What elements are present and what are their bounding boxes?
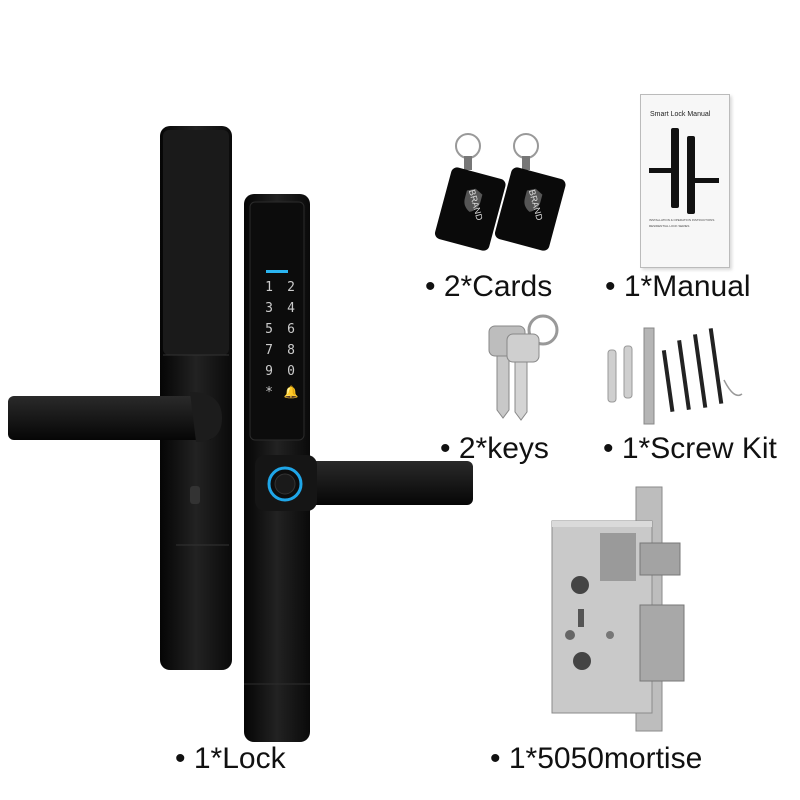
bell-icon: 🔔 [283, 385, 299, 399]
manual-label: • 1*Manual [605, 270, 751, 303]
key [506, 333, 540, 421]
keypad-key: 3 [265, 301, 273, 316]
keypad: 1 2 3 4 5 6 7 8 9 0 * 🔔 [258, 280, 302, 400]
keypad-key: 5 [265, 322, 273, 337]
keys-image [488, 314, 559, 421]
keypad-key: 2 [287, 280, 295, 295]
screw [661, 328, 724, 412]
smart-lock-image [8, 126, 473, 742]
keypad-key: 9 [265, 364, 273, 379]
keys-label: • 2*keys [440, 432, 549, 465]
keypad-key: 7 [265, 343, 273, 358]
screw-kit-label: • 1*Screw Kit [603, 432, 777, 465]
keypad-key: 4 [287, 301, 295, 316]
mortise-label: • 1*5050mortise [490, 742, 703, 775]
manual-lock-illustration [649, 128, 719, 214]
mortise-image [551, 486, 685, 732]
rfid-card [434, 133, 506, 251]
keypad-key: 6 [287, 322, 295, 337]
screw-kit-image [607, 327, 743, 425]
keypad-key: 0 [287, 364, 295, 379]
cards-label: • 2*Cards [425, 270, 553, 303]
lock-back-handle [8, 392, 222, 442]
keypad-key: 8 [287, 343, 295, 358]
spindle [643, 327, 655, 425]
manual-cover-title: Smart Lock Manual [650, 111, 711, 118]
manual-cover-series: RESIDENTIAL LOCK SERIES [649, 224, 690, 228]
manual-image: Smart Lock Manual INSTALLATION & OPERATI… [640, 94, 730, 268]
keypad-key: * [265, 385, 273, 400]
keypad-key: 1 [265, 280, 273, 295]
manual-cover-subtitle: INSTALLATION & OPERATION INSTRUCTIONS [649, 218, 715, 222]
lock-front-handle [255, 455, 473, 511]
lock-label: • 1*Lock [175, 742, 286, 775]
rfid-card [494, 133, 566, 251]
rfid-cards-image [434, 133, 566, 251]
